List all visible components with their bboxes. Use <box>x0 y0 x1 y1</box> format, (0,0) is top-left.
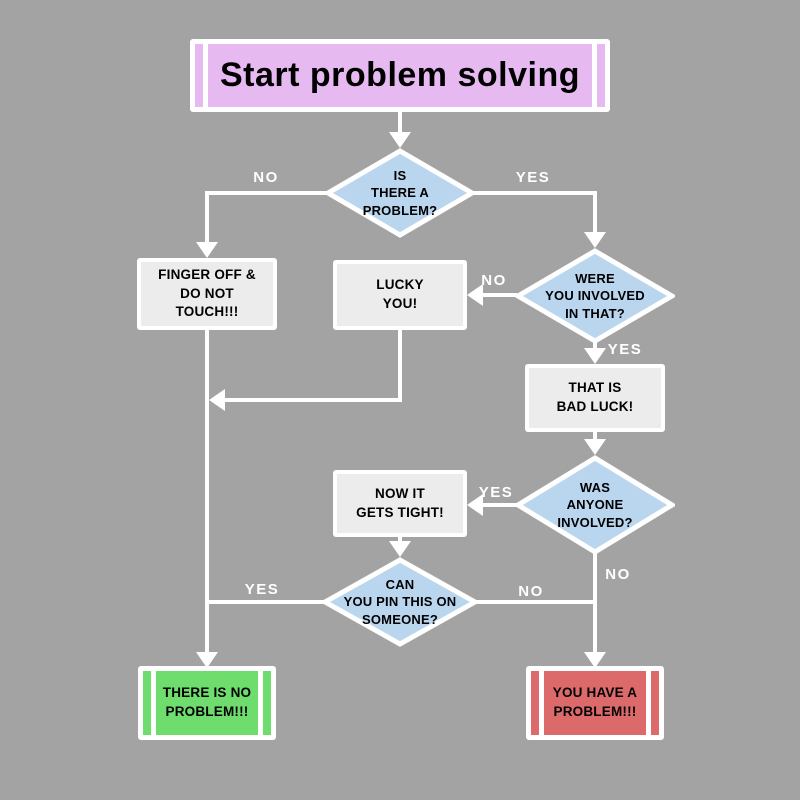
node-label: THERE IS NO PROBLEM!!! <box>162 685 252 719</box>
connector-pin-no <box>474 600 597 604</box>
connector-pin-yes <box>207 600 326 604</box>
connector-involved-no <box>481 293 517 297</box>
connector-problem-no-vertical <box>205 191 209 246</box>
connector-lucky-you-horizontal <box>223 398 402 402</box>
arrowhead-q-problem-top <box>389 132 411 148</box>
arrowhead-q-anyone-top <box>584 439 606 455</box>
diamond-shape <box>325 148 475 238</box>
connector-problem-no-horizontal <box>205 191 327 195</box>
decision-pin-on-someone: CAN YOU PIN THIS ON SOMEONE? <box>322 557 478 647</box>
connector-lucky-you-vertical <box>398 330 402 402</box>
node-bad-luck: THAT IS BAD LUCK! <box>525 364 665 432</box>
arrowhead-q-pin-top <box>389 541 411 557</box>
connector-problem-yes-vertical <box>593 191 597 236</box>
arrowhead-have-problem-top <box>584 652 606 668</box>
arrowhead-finger-off-top <box>196 242 218 258</box>
edge-label-anyone-yes: YES <box>478 484 514 501</box>
decision-label: WAS ANYONE INVOLVED? <box>557 479 633 530</box>
edge-label-involved-no: NO <box>481 272 507 289</box>
node-gets-tight: NOW IT GETS TIGHT! <box>333 470 467 537</box>
edge-label-pin-no: NO <box>518 583 544 600</box>
arrowhead-lucky-merge <box>209 389 225 411</box>
arrowhead-no-problem-top <box>196 652 218 668</box>
connector-title-to-q-problem <box>398 112 402 136</box>
connector-bad-luck-to-q-anyone <box>593 430 597 443</box>
connector-anyone-no-vertical <box>593 552 597 656</box>
terminal-right-stripe <box>646 671 651 735</box>
edge-label-problem-yes: YES <box>515 169 551 186</box>
node-finger-off: FINGER OFF & DO NOT TOUCH!!! <box>137 258 277 330</box>
terminal-left-stripe <box>539 671 544 735</box>
node-start-title: Start problem solving <box>190 39 610 112</box>
node-lucky-you: LUCKY YOU! <box>333 260 467 330</box>
title-label: Start problem solving <box>220 55 580 94</box>
connector-involved-yes <box>593 338 597 352</box>
node-have-problem: YOU HAVE A PROBLEM!!! <box>526 666 664 740</box>
node-label: NOW IT GETS TIGHT! <box>356 485 444 520</box>
edge-label-involved-yes: YES <box>607 341 643 358</box>
node-no-problem: THERE IS NO PROBLEM!!! <box>138 666 276 740</box>
node-label: FINGER OFF & DO NOT TOUCH!!! <box>158 266 256 320</box>
decision-label: WERE YOU INVOLVED IN THAT? <box>545 270 645 321</box>
edge-label-anyone-no: NO <box>605 566 631 583</box>
decision-label: IS THERE A PROBLEM? <box>362 167 438 218</box>
diamond-shape <box>322 557 478 647</box>
node-label: THAT IS BAD LUCK! <box>556 380 634 414</box>
decision-was-anyone-involved: WAS ANYONE INVOLVED? <box>515 455 675 555</box>
title-right-stripe <box>592 44 597 107</box>
connector-problem-yes-horizontal <box>473 191 597 195</box>
title-left-stripe <box>203 44 208 107</box>
terminal-left-stripe <box>151 671 156 735</box>
connector-anyone-yes <box>481 503 517 507</box>
node-label: LUCKY YOU! <box>376 277 424 311</box>
node-label: YOU HAVE A PROBLEM!!! <box>552 685 638 719</box>
terminal-right-stripe <box>258 671 263 735</box>
edge-label-pin-yes: YES <box>244 581 280 598</box>
decision-label: CAN YOU PIN THIS ON SOMEONE? <box>343 576 457 627</box>
arrowhead-lucky-you-right <box>467 284 483 306</box>
decision-is-there-a-problem: IS THERE A PROBLEM? <box>325 148 475 238</box>
connector-finger-off-to-no-problem <box>205 330 209 656</box>
diamond-shape <box>515 455 675 555</box>
arrowhead-gets-tight-right <box>467 494 483 516</box>
arrowhead-bad-luck-top <box>584 348 606 364</box>
arrowhead-q-involved-top <box>584 232 606 248</box>
edge-label-problem-no: NO <box>253 169 279 186</box>
diamond-shape <box>515 248 675 344</box>
decision-were-you-involved: WERE YOU INVOLVED IN THAT? <box>515 248 675 344</box>
